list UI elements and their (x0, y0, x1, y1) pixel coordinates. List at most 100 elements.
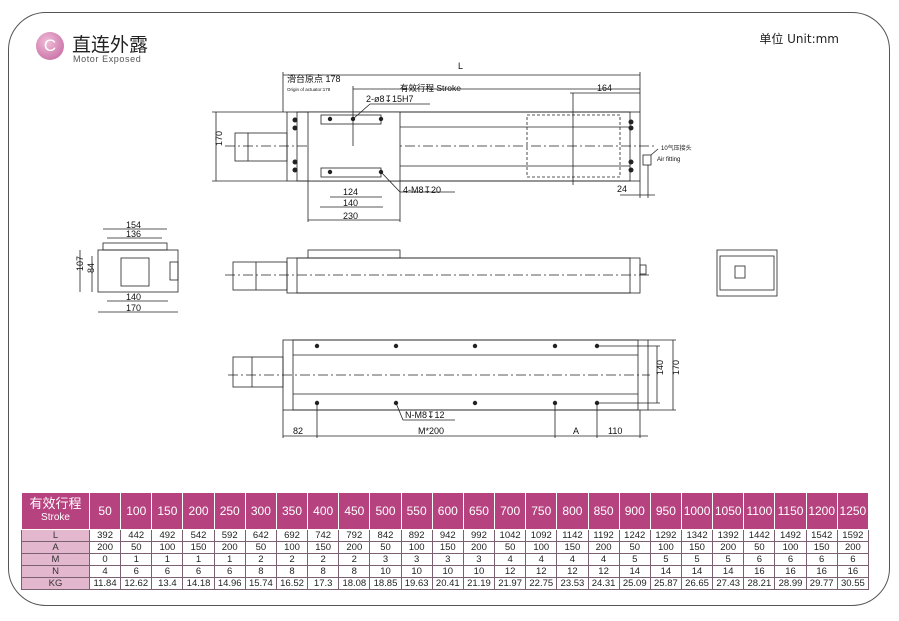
page-frame (8, 12, 890, 606)
table-cell: 10 (431, 565, 464, 578)
stroke-label: 有效行程 Stroke (400, 83, 461, 93)
table-cell: 14.18 (182, 577, 215, 590)
stroke-value: 700 (494, 492, 527, 530)
table-cell: 50 (618, 541, 651, 554)
stroke-value: 450 (338, 492, 371, 530)
table-cell: 12.62 (120, 577, 153, 590)
table-cell: 18.08 (338, 577, 371, 590)
table-cell: 20.41 (431, 577, 464, 590)
stroke-value: 750 (525, 492, 558, 530)
table-cell: 27.43 (712, 577, 745, 590)
table-cell: 26.65 (680, 577, 714, 590)
stroke-value: 1150 (774, 492, 807, 530)
section-subtitle: Motor Exposed (73, 54, 142, 64)
table-cell: 50 (244, 541, 277, 554)
table-cell: 50 (369, 541, 402, 554)
table-cell: 4 (587, 553, 620, 566)
table-cell: 1542 (805, 529, 838, 542)
stroke-value: 550 (400, 492, 433, 530)
table-cell: 50 (743, 541, 776, 554)
table-cell: 1442 (743, 529, 776, 542)
stroke-value: 100 (120, 492, 153, 530)
dim-230: 230 (343, 211, 358, 221)
table-cell: 29.77 (805, 577, 838, 590)
stroke-value: 250 (213, 492, 246, 530)
table-cell: 6 (213, 565, 246, 578)
dim-107: 107 (75, 256, 85, 271)
row-label: N (21, 565, 90, 578)
bottom-thread-note: N-M8↧12 (405, 410, 445, 420)
dim-140: 140 (126, 292, 141, 302)
table-cell: 5 (712, 553, 745, 566)
origin-label-cn: 滑台原点 178 (287, 73, 341, 84)
table-cell: 12 (494, 565, 527, 578)
table-cell: 28.99 (774, 577, 807, 590)
dim-84: 84 (86, 263, 96, 273)
stroke-value: 1050 (712, 492, 745, 530)
table-cell: 1492 (774, 529, 807, 542)
table-cell: 16 (743, 565, 776, 578)
table-cell: 6 (774, 553, 807, 566)
table-cell: 200 (462, 541, 496, 554)
table-cell: 5 (680, 553, 714, 566)
table-cell: 992 (462, 529, 496, 542)
table-cell: 16 (774, 565, 807, 578)
stroke-value: 850 (587, 492, 620, 530)
table-cell: 200 (88, 541, 122, 554)
table-cell: 1342 (680, 529, 714, 542)
origin-label-en: Origin of actuator:178 (287, 87, 331, 92)
table-cell: 1142 (556, 529, 589, 542)
table-cell: 1 (151, 553, 184, 566)
table-cell: 13.4 (151, 577, 184, 590)
table-cell: 3 (462, 553, 496, 566)
end-view (79, 228, 179, 313)
dim-140: 140 (343, 198, 358, 208)
stroke-header-en: Stroke (41, 512, 70, 523)
row-label: L (21, 529, 90, 542)
table-cell: 25.09 (618, 577, 651, 590)
table-cell: 6 (120, 565, 153, 578)
dim-pitch: M*200 (418, 426, 444, 436)
table-cell: 1192 (587, 529, 620, 542)
table-cell: 892 (400, 529, 433, 542)
table-cell: 8 (244, 565, 277, 578)
table-cell: 1592 (836, 529, 870, 542)
stroke-value: 50 (88, 492, 122, 530)
table-cell: 100 (774, 541, 807, 554)
table-cell: 150 (307, 541, 340, 554)
stroke-header-cn: 有效行程 (29, 496, 82, 511)
end-view-right (716, 249, 778, 297)
table-cell: 200 (338, 541, 371, 554)
table-cell: 21.19 (462, 577, 496, 590)
table-cell: 25.87 (649, 577, 682, 590)
stroke-value: 900 (618, 492, 651, 530)
table-cell: 1092 (525, 529, 558, 542)
table-cell: 150 (556, 541, 589, 554)
dim-124: 124 (343, 187, 358, 197)
table-cell: 1042 (494, 529, 527, 542)
stroke-value: 1250 (836, 492, 870, 530)
stroke-value: 150 (151, 492, 184, 530)
table-cell: 8 (338, 565, 371, 578)
thread-note: 4-M8↧20 (403, 185, 441, 195)
table-cell: 150 (182, 541, 215, 554)
table-cell: 100 (525, 541, 558, 554)
table-cell: 6 (182, 565, 215, 578)
table-cell: 200 (213, 541, 246, 554)
table-cell: 19.63 (400, 577, 433, 590)
table-cell: 12 (525, 565, 558, 578)
table-cell: 8 (275, 565, 309, 578)
table-cell: 23.53 (556, 577, 589, 590)
stroke-value: 1200 (805, 492, 838, 530)
dim-82: 82 (293, 426, 303, 436)
table-cell: 4 (556, 553, 589, 566)
table-cell: 200 (836, 541, 870, 554)
stroke-value: 400 (307, 492, 340, 530)
table-cell: 17.3 (307, 577, 340, 590)
stroke-value: 1000 (680, 492, 714, 530)
